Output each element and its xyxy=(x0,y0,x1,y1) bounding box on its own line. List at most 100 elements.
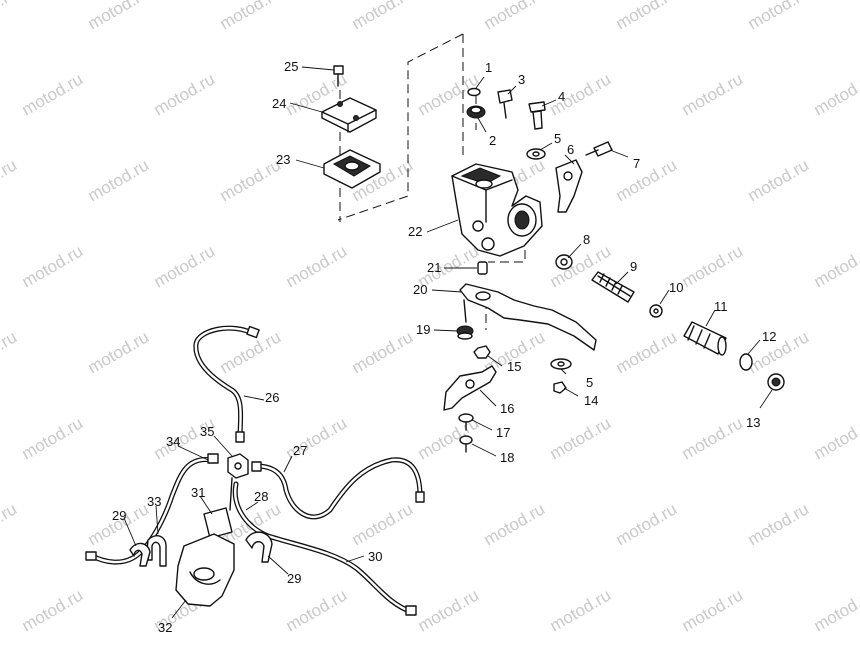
watermark-text: motod.ru xyxy=(547,413,615,463)
callout-29-right: 29 xyxy=(287,571,301,586)
piston-washer-part xyxy=(555,254,573,270)
watermark-text: motod.ru xyxy=(811,585,860,635)
watermark-text: motod.ru xyxy=(85,327,153,377)
watermark-text: motod.ru xyxy=(0,0,20,33)
bleeder-screw-part xyxy=(585,141,613,157)
watermark-text: motod.ru xyxy=(745,0,813,33)
lever-spring-part xyxy=(456,325,474,340)
callout-24: 24 xyxy=(272,96,286,111)
callout-2: 2 xyxy=(489,133,496,148)
watermark-text: motod.ru xyxy=(679,69,747,119)
washer-upper-part xyxy=(526,148,546,160)
callout-11: 11 xyxy=(714,299,728,314)
brake-junction-block-part xyxy=(227,453,249,479)
circlip-part xyxy=(739,353,753,371)
callout-35: 35 xyxy=(200,424,214,439)
seal-part xyxy=(466,105,486,119)
callout-3: 3 xyxy=(518,72,525,87)
watermark-text: motod.ru xyxy=(745,327,813,377)
master-cylinder-body-part xyxy=(451,163,543,257)
watermark-text: motod.ru xyxy=(679,241,747,291)
watermark-text: motod.ru xyxy=(349,0,417,33)
watermark-text: motod.ru xyxy=(415,585,483,635)
watermark-text: motod.ru xyxy=(85,499,153,549)
watermark-text: motod.ru xyxy=(283,241,351,291)
callout-33: 33 xyxy=(147,494,161,509)
watermark-text: motod.ru xyxy=(613,327,681,377)
callout-16: 16 xyxy=(500,401,514,416)
watermark-text: motod.ru xyxy=(745,155,813,205)
watermark-text: motod.ru xyxy=(745,499,813,549)
brake-lever-part xyxy=(459,283,597,351)
callout-31: 31 xyxy=(191,485,205,500)
callout-29-left: 29 xyxy=(112,508,126,523)
callout-10: 10 xyxy=(669,280,683,295)
callout-13: 13 xyxy=(746,415,760,430)
switch-screw-part xyxy=(458,413,474,431)
callout-1: 1 xyxy=(485,60,492,75)
callout-32: 32 xyxy=(158,620,172,635)
watermark-text: motod.ru xyxy=(613,499,681,549)
hose-bracket-part xyxy=(203,477,233,539)
callout-30: 30 xyxy=(368,549,382,564)
callout-25: 25 xyxy=(284,59,298,74)
callout-9: 9 xyxy=(630,259,637,274)
watermark-text: motod.ru xyxy=(151,241,219,291)
watermark-text: motod.ru xyxy=(679,585,747,635)
watermark-text: motod.ru xyxy=(613,155,681,205)
callout-numbers: 1 2 3 4 5 6 7 8 9 10 11 12 13 14 15 5 16… xyxy=(112,59,776,635)
dust-cap-part xyxy=(767,373,785,391)
watermark-text: motod.ru xyxy=(217,0,285,33)
watermark-text: motod.ru xyxy=(811,413,860,463)
watermark-text: motod.ru xyxy=(0,327,20,377)
callout-21: 21 xyxy=(427,260,441,275)
callout-5-upper: 5 xyxy=(554,131,561,146)
callout-23: 23 xyxy=(276,152,290,167)
washer-lower-part xyxy=(550,358,572,370)
bracket-screw-part xyxy=(459,435,473,453)
washer-part xyxy=(467,87,481,97)
watermark-text: motod.ru xyxy=(19,413,87,463)
watermark-text: motod.ru xyxy=(0,155,20,205)
callout-15: 15 xyxy=(507,359,521,374)
watermark-text: motod.ru xyxy=(283,585,351,635)
watermark-text: motod.ru xyxy=(811,241,860,291)
brake-hoses xyxy=(89,325,423,615)
watermark-text: motod.ru xyxy=(547,585,615,635)
callout-27: 27 xyxy=(293,443,307,458)
pivot-spacer-part xyxy=(477,261,488,275)
callout-5-lower: 5 xyxy=(586,375,593,390)
callout-22: 22 xyxy=(408,224,422,239)
callout-leader-lines xyxy=(123,66,773,619)
watermark-text: motod.ru xyxy=(481,499,549,549)
callout-26: 26 xyxy=(265,390,279,405)
callout-28: 28 xyxy=(254,489,268,504)
hose-fittings xyxy=(85,325,425,616)
watermark-text: motod.ru xyxy=(85,155,153,205)
watermark-text: motod.ru xyxy=(19,585,87,635)
callout-17: 17 xyxy=(496,425,510,440)
watermark-text: motod.ru xyxy=(481,0,549,33)
switch-bracket-part xyxy=(443,365,497,411)
callout-20: 20 xyxy=(413,282,427,297)
callout-34: 34 xyxy=(166,434,180,449)
caliper-guard-part xyxy=(175,533,235,607)
watermark-text: motod.ru xyxy=(349,327,417,377)
boot-part xyxy=(591,271,635,303)
callout-6: 6 xyxy=(567,142,574,157)
piston-assembly-part xyxy=(683,321,727,356)
watermark-text: motod.ru xyxy=(19,241,87,291)
callout-8: 8 xyxy=(583,232,590,247)
reservoir-diaphragm-part xyxy=(323,149,381,189)
callout-18: 18 xyxy=(500,450,514,465)
watermark-text: motod.ru xyxy=(811,69,860,119)
boot-washer-part xyxy=(649,304,663,318)
watermark-text: motod.ru xyxy=(613,0,681,33)
watermark-text: motod.ru xyxy=(85,0,153,33)
watermark-text: motod.ru xyxy=(547,69,615,119)
reservoir-cover-part xyxy=(321,97,377,133)
watermark-text: motod.ru xyxy=(0,499,20,549)
